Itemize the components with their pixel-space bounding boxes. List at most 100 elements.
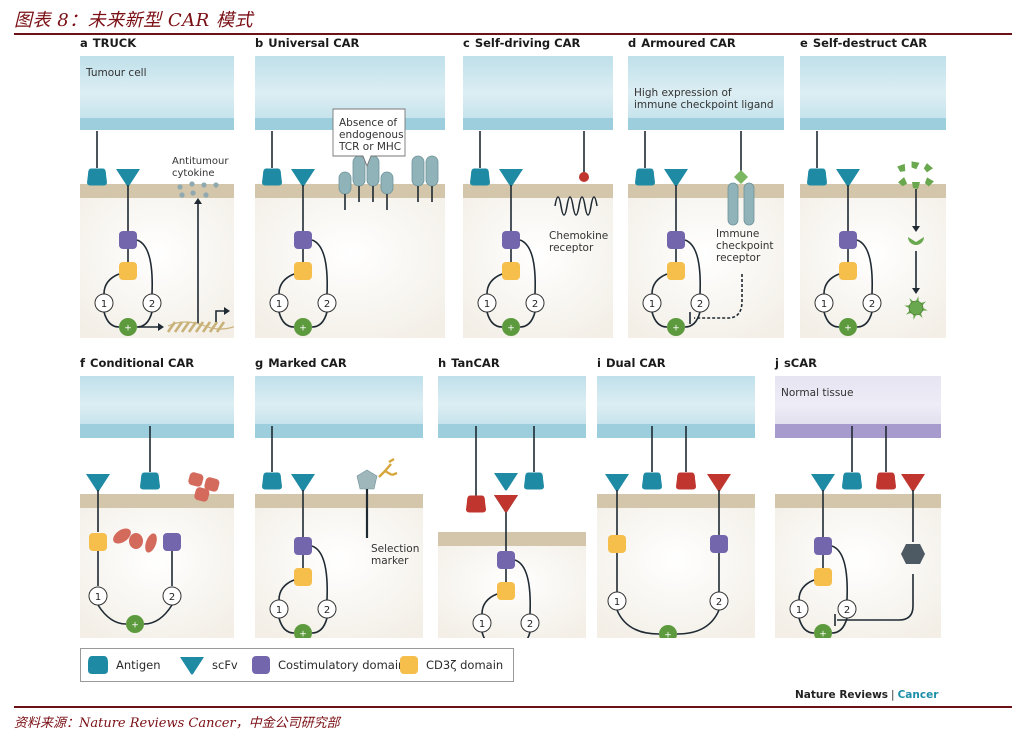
panel-name: Self-destruct CAR xyxy=(812,36,928,50)
tumour-cell xyxy=(80,376,234,424)
transcription-start xyxy=(215,310,226,322)
signal-line-1 xyxy=(798,579,815,601)
car-scfv-icon xyxy=(291,474,315,492)
normal-tissue-label: Normal tissue xyxy=(781,387,853,399)
signal-2-icon xyxy=(525,293,545,313)
dna-strand xyxy=(180,321,191,333)
signal-1-icon-label: 1 xyxy=(276,299,282,310)
signal-1-icon-label: 1 xyxy=(614,597,620,608)
panel-diagram: Tumour cell12+AntitumourcytokineEngineer… xyxy=(80,56,234,338)
signal-line-3 xyxy=(651,311,668,328)
signal-line xyxy=(143,604,173,625)
car-scfv-icon xyxy=(664,169,688,187)
antigen-icon xyxy=(88,656,108,674)
antigen-icon xyxy=(466,495,486,513)
tumour-cell xyxy=(255,376,423,424)
cd3z-domain-icon xyxy=(497,582,515,600)
car-scfv-icon-1 xyxy=(494,473,518,491)
signal-line-4 xyxy=(526,631,531,638)
dna-strand xyxy=(215,321,226,333)
signal-line-2 xyxy=(684,239,702,295)
signal-line-4 xyxy=(311,311,328,328)
antigen-icon xyxy=(642,472,662,490)
legend-item-scfv: scFv xyxy=(179,649,238,681)
signal-line-4 xyxy=(519,311,536,328)
signal-1-icon-label: 1 xyxy=(649,299,655,310)
t-cell-cytoplasm xyxy=(800,198,946,338)
car-scfv-icon xyxy=(836,169,860,187)
dna-strand xyxy=(208,321,219,333)
t-cell-membrane xyxy=(800,184,946,198)
normal-tissue-membrane xyxy=(775,424,941,438)
transcription-arrow-head xyxy=(158,323,164,331)
inhibition-line xyxy=(837,574,914,621)
panel-name: Conditional CAR xyxy=(90,356,195,370)
tumour-cell-membrane xyxy=(255,424,423,438)
tumour-cell-membrane xyxy=(800,118,946,130)
signal-2-icon xyxy=(837,599,857,619)
cd3z-domain-icon xyxy=(814,568,832,586)
dna-strand xyxy=(173,321,184,333)
endogenous-receptor-icon xyxy=(425,155,439,187)
signal-1-icon xyxy=(477,293,497,313)
footer-rule xyxy=(14,706,1012,708)
signal-line-3 xyxy=(481,631,486,638)
prodrug-fragment-icon xyxy=(898,177,908,187)
signal-line-2 xyxy=(519,239,537,295)
car-scfv-icon xyxy=(86,474,110,492)
signal-1-icon-label: 1 xyxy=(276,605,282,616)
costimulatory-domain-icon xyxy=(294,231,312,249)
tumour-cell xyxy=(80,56,234,118)
signal-2-icon-label: 2 xyxy=(869,299,875,310)
tumour-cell xyxy=(628,56,784,118)
dna-strand xyxy=(194,321,205,333)
cytokine-dot xyxy=(190,190,196,196)
signal-1-icon xyxy=(642,293,662,313)
cd3z-domain-icon xyxy=(502,262,520,280)
signal-line-4 xyxy=(311,617,328,634)
signal-line-3 xyxy=(278,617,295,634)
car-scfv-icon xyxy=(811,474,835,492)
cd3z-domain-icon xyxy=(400,656,418,674)
tumour-cell-membrane xyxy=(438,424,586,438)
antigen-icon xyxy=(807,168,827,186)
legend-item-antigen: Antigen xyxy=(87,649,161,681)
signal-2-icon xyxy=(317,293,337,313)
costimulatory-domain-icon xyxy=(163,533,181,551)
endogenous-receptor-icon xyxy=(338,171,352,195)
t-cell-cytoplasm xyxy=(255,508,423,638)
signal-line-1 xyxy=(103,273,120,295)
tumour-cell xyxy=(463,56,613,118)
signal-2-icon-label: 2 xyxy=(844,605,850,616)
signal-1-icon-label: 1 xyxy=(101,299,107,310)
legend-label-cd3z: CD3ζ domain xyxy=(426,658,504,672)
signal-line-3 xyxy=(278,311,295,328)
signal-2-icon xyxy=(690,293,710,313)
car-scfv-icon-1 xyxy=(605,474,629,492)
car-scfv-icon xyxy=(116,169,140,187)
t-cell-cytoplasm xyxy=(628,198,784,338)
activation-plus-icon xyxy=(119,318,137,336)
inhibition-line xyxy=(694,274,743,319)
dimerizer-icon xyxy=(204,477,220,492)
antigen-icon xyxy=(876,472,896,490)
signal-line-3 xyxy=(798,617,815,634)
signal-line-3 xyxy=(486,311,503,328)
signal-2-icon-label: 2 xyxy=(169,592,175,603)
t-cell-membrane xyxy=(463,184,613,198)
signal-line-2 xyxy=(831,545,849,601)
signal-1-icon-label: 1 xyxy=(484,299,490,310)
connector-line xyxy=(167,321,234,330)
t-cell-cytoplasm xyxy=(463,198,613,338)
panel-name: Armoured CAR xyxy=(641,36,736,50)
legend-label-costim: Costimulatory domain xyxy=(278,658,406,672)
costimulatory-domain-icon xyxy=(502,231,520,249)
signal-line-2 xyxy=(311,545,329,601)
